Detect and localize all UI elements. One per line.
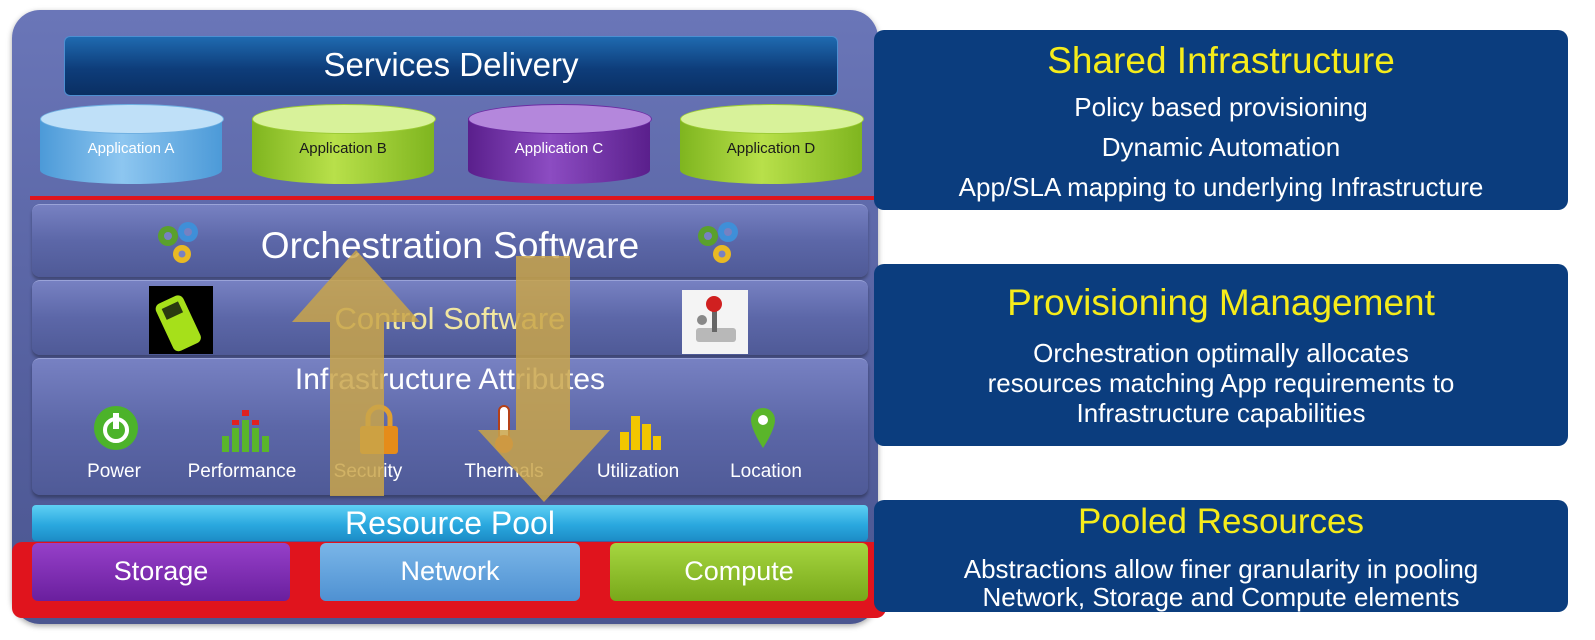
- pooled-resources-panel: Pooled Resources Abstractions allow fine…: [874, 500, 1568, 612]
- application-b-cylinder: Application B: [252, 104, 436, 198]
- application-c-label: Application C: [514, 140, 604, 157]
- provisioning-line-3: Infrastructure capabilities: [1076, 398, 1366, 428]
- resource-pool-bar: Resource Pool: [32, 505, 868, 541]
- compute-box: Compute: [610, 543, 868, 601]
- storage-box: Storage: [32, 543, 290, 601]
- attr-power-label: Power: [87, 461, 141, 482]
- phone-icon: [149, 286, 213, 354]
- attr-utilization-label: Utilization: [596, 461, 680, 482]
- infrastructure-layer: Infrastructure Attributes Power Performa…: [32, 358, 868, 495]
- shared-infrastructure-panel: Shared Infrastructure Policy based provi…: [874, 30, 1568, 210]
- application-c-cylinder: Application C: [468, 104, 652, 198]
- provisioning-line-2: resources matching App requirements to: [987, 368, 1455, 398]
- down-arrow: [478, 256, 610, 502]
- attr-performance-label: Performance: [187, 461, 297, 482]
- attr-location-label: Location: [730, 461, 802, 482]
- application-a-cylinder: Application A: [40, 104, 224, 198]
- power-icon: [94, 406, 138, 450]
- shared-line-1: Policy based provisioning: [1074, 92, 1368, 122]
- bar-chart-icon: [620, 416, 661, 450]
- provisioning-management-panel: Provisioning Management Orchestration op…: [874, 264, 1568, 446]
- gears-icon: [698, 222, 738, 263]
- orchestration-title: Orchestration Software: [260, 225, 640, 266]
- network-box: Network: [320, 543, 580, 601]
- application-b-label: Application B: [299, 140, 387, 157]
- location-pin-icon: [751, 408, 775, 448]
- shared-infrastructure-title: Shared Infrastructure: [1047, 40, 1395, 81]
- pooled-line-2: Network, Storage and Compute elements: [982, 582, 1460, 612]
- application-a-label: Application A: [87, 140, 175, 157]
- up-arrow: [292, 250, 420, 496]
- services-delivery-bar: Services Delivery: [64, 36, 838, 96]
- performance-bars-icon: [222, 410, 269, 452]
- shared-line-3: App/SLA mapping to underlying Infrastruc…: [958, 172, 1484, 202]
- joystick-icon: [682, 290, 748, 354]
- provisioning-management-title: Provisioning Management: [1007, 282, 1435, 323]
- provisioning-line-1: Orchestration optimally allocates: [1033, 338, 1409, 368]
- gears-icon: [158, 222, 198, 263]
- pooled-resources-title: Pooled Resources: [1078, 502, 1364, 541]
- application-d-label: Application D: [726, 140, 816, 157]
- shared-line-2: Dynamic Automation: [1101, 132, 1341, 162]
- application-d-cylinder: Application D: [680, 104, 864, 198]
- pooled-line-1: Abstractions allow finer granularity in …: [963, 554, 1479, 584]
